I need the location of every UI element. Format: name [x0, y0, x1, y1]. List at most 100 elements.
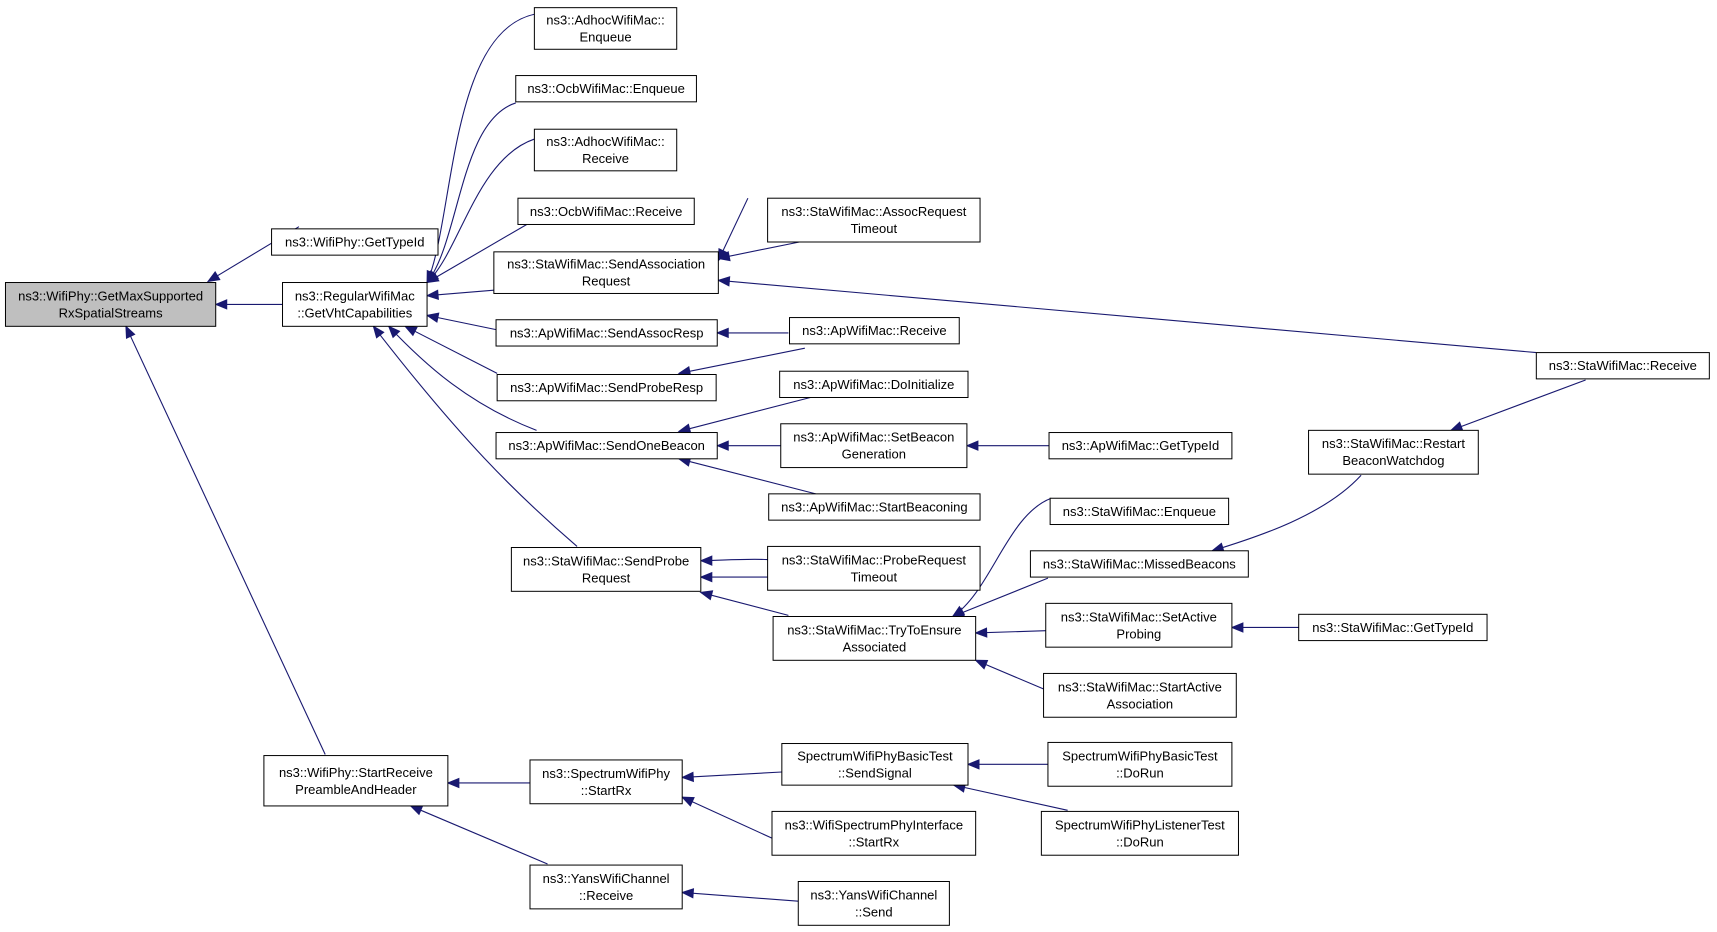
node-yans-receive[interactable]: ns3::YansWifiChannel::Receive — [529, 864, 683, 910]
node-label-line: ns3::ApWifiMac::SetBeacon — [793, 430, 954, 445]
node-ap-startbeaconing[interactable]: ns3::ApWifiMac::StartBeaconing — [768, 493, 981, 521]
call-edge-10 — [388, 325, 537, 431]
node-label-line: SpectrumWifiPhyBasicTest — [797, 748, 953, 763]
edge-arrowhead-31 — [974, 627, 988, 638]
node-ap-sendproberesp[interactable]: ns3::ApWifiMac::SendProbeResp — [496, 373, 717, 402]
node-label-line: ns3::ApWifiMac::SendProbeResp — [510, 380, 703, 395]
node-label-line: ::GetVhtCapabilities — [297, 305, 412, 320]
node-label-line: PreambleAndHeader — [295, 782, 417, 797]
call-edge-9 — [404, 325, 498, 374]
node-startreceive[interactable]: ns3::WifiPhy::StartReceivePreambleAndHea… — [263, 755, 449, 807]
node-box — [771, 810, 977, 856]
node-label-line: BeaconWatchdog — [1342, 453, 1444, 468]
node-ocb-receive[interactable]: ns3::OcbWifiMac::Receive — [517, 197, 695, 225]
edge-arrowhead-24 — [699, 590, 714, 601]
node-box — [496, 373, 717, 402]
node-ap-sendassocresp[interactable]: ns3::ApWifiMac::SendAssocResp — [495, 319, 718, 347]
node-label-line: ns3::StaWifiMac::SendProbe — [523, 553, 689, 568]
edge-arrowhead-9 — [403, 325, 418, 337]
node-box — [495, 432, 718, 460]
node-sta-missedbeacons[interactable]: ns3::StaWifiMac::MissedBeacons — [1029, 550, 1249, 578]
node-label-line: ns3::RegularWifiMac — [295, 288, 415, 303]
node-box — [767, 545, 981, 591]
call-edge-2 — [125, 326, 326, 755]
node-box — [510, 547, 702, 592]
node-label-line: ns3::ApWifiMac::SendAssocResp — [510, 325, 704, 340]
node-box — [263, 755, 449, 807]
node-label-line: SpectrumWifiPhyListenerTest — [1055, 817, 1225, 832]
node-label-line: ::Receive — [579, 888, 633, 903]
node-basictest-sendsignal[interactable]: SpectrumWifiPhyBasicTest::SendSignal — [781, 743, 969, 786]
edge-arrowhead-2 — [125, 325, 136, 339]
node-box — [1047, 741, 1233, 787]
node-label-line: ::StartRx — [849, 834, 900, 849]
call-edge-19 — [678, 396, 811, 432]
call-edge-24 — [700, 591, 789, 616]
node-sta-receive[interactable]: ns3::StaWifiMac::Receive — [1535, 352, 1710, 380]
node-label-line: Association — [1107, 696, 1173, 711]
node-ap-gettypeid[interactable]: ns3::ApWifiMac::GetTypeId — [1048, 432, 1233, 460]
node-label-line: Timeout — [851, 569, 898, 584]
call-edge-21 — [678, 458, 816, 495]
node-ap-doinit[interactable]: ns3::ApWifiMac::DoInitialize — [779, 370, 969, 398]
node-box — [1298, 613, 1488, 642]
node-ap-receive[interactable]: ns3::ApWifiMac::Receive — [789, 317, 960, 345]
node-label-line: ns3::ApWifiMac::SendOneBeacon — [508, 438, 705, 453]
call-edge-35 — [1450, 379, 1586, 431]
node-listenertest-dorun[interactable]: SpectrumWifiPhyListenerTest::DoRun — [1040, 810, 1239, 856]
node-label-line: ns3::OcbWifiMac::Receive — [530, 204, 682, 219]
node-label-line: ns3::StaWifiMac::MissedBeacons — [1043, 556, 1236, 571]
edge-arrowhead-28 — [965, 440, 979, 451]
call-edge-30 — [952, 577, 1049, 618]
edge-arrowhead-13 — [409, 805, 424, 816]
call-graph-nodes: ns3::WifiPhy::GetMaxSupportedRxSpatialSt… — [4, 7, 1710, 926]
edge-arrowhead-25 — [680, 771, 694, 783]
node-box — [1043, 672, 1237, 718]
call-edge-8 — [426, 314, 497, 331]
node-box — [529, 759, 683, 805]
node-regular-getvht[interactable]: ns3::RegularWifiMac::GetVhtCapabilities — [282, 282, 428, 327]
node-box — [772, 615, 977, 661]
node-wifispectrum-startrx[interactable]: ns3::WifiSpectrumPhyInterface::StartRx — [771, 810, 977, 856]
call-edge-6 — [426, 224, 527, 283]
node-label-line: ns3::StaWifiMac::SetActive — [1061, 609, 1217, 624]
node-wifiphy-gettypeid[interactable]: ns3::WifiPhy::GetTypeId — [271, 228, 439, 256]
call-edge-5 — [426, 138, 535, 283]
node-label-line: Enqueue — [580, 29, 632, 44]
node-basictest-dorun[interactable]: SpectrumWifiPhyBasicTest::DoRun — [1047, 741, 1233, 787]
node-ap-sendonebeacon[interactable]: ns3::ApWifiMac::SendOneBeacon — [495, 432, 718, 460]
node-box — [1029, 550, 1249, 578]
call-edge-26 — [681, 796, 784, 844]
node-label-line: ns3::ApWifiMac::GetTypeId — [1062, 438, 1220, 453]
node-box — [493, 251, 719, 294]
node-label-line: ns3::StaWifiMac::TryToEnsure — [787, 622, 961, 637]
node-label-line: Timeout — [851, 221, 898, 236]
call-edge-31 — [975, 630, 1046, 634]
node-ocb-enqueue[interactable]: ns3::OcbWifiMac::Enqueue — [515, 75, 697, 103]
edge-arrowhead-26 — [680, 796, 695, 807]
node-adhoc-receive[interactable]: ns3::AdhocWifiMac::Receive — [533, 128, 678, 172]
node-sta-enqueue[interactable]: ns3::StaWifiMac::Enqueue — [1049, 497, 1230, 526]
node-root[interactable]: ns3::WifiPhy::GetMaxSupportedRxSpatialSt… — [4, 282, 217, 327]
node-label-line: ns3::StaWifiMac::StartActive — [1058, 679, 1222, 694]
node-box — [779, 370, 969, 398]
node-spectrum-startrx[interactable]: ns3::SpectrumWifiPhy::StartRx — [529, 759, 683, 805]
call-edge-11 — [372, 325, 578, 547]
node-sta-gettypeid[interactable]: ns3::StaWifiMac::GetTypeId — [1298, 613, 1488, 642]
edge-arrowhead-6 — [425, 272, 440, 284]
edge-arrowhead-17 — [715, 327, 729, 339]
edge-arrowhead-35 — [1449, 421, 1464, 432]
node-adhoc-enqueue[interactable]: ns3::AdhocWifiMac::Enqueue — [533, 7, 678, 50]
node-yans-send[interactable]: ns3::YansWifiChannel::Send — [797, 880, 950, 926]
edge-arrowhead-23 — [699, 571, 713, 583]
node-label-line: ns3::StaWifiMac::SendAssociation — [507, 257, 705, 272]
